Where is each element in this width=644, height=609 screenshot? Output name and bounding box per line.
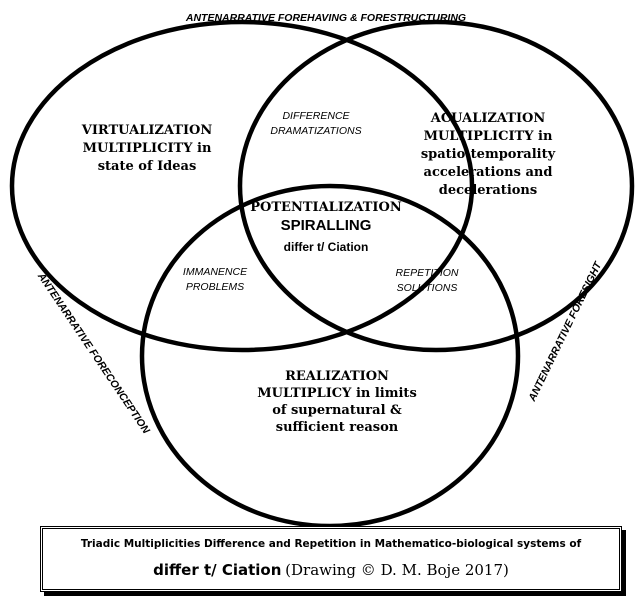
caption-credit-line: differ t/ Ciation (Drawing © D. M. Boje …: [43, 561, 619, 580]
realization-text: REALIZATION MULTIPLICY in limits of supe…: [257, 369, 417, 435]
caption-credit: (Drawing © D. M. Boje 2017): [285, 561, 509, 579]
svg-text:DIFFERENCE: DIFFERENCE: [282, 110, 350, 122]
difference-dramatizations-text: DIFFERENCE DRAMATIZATIONS: [270, 110, 361, 137]
right-antenarrative-label: ANTENARRATIVE FORESIGHT: [526, 259, 605, 404]
svg-text:decelerations: decelerations: [439, 183, 537, 198]
svg-text:accelerations and: accelerations and: [424, 165, 553, 180]
svg-text:MULTIPLICITY in: MULTIPLICITY in: [83, 141, 212, 156]
svg-text:POTENTIALIZATION: POTENTIALIZATION: [250, 200, 402, 215]
virtualization-text: VIRTUALIZATION MULTIPLICITY in state of …: [81, 123, 213, 174]
svg-text:DRAMATIZATIONS: DRAMATIZATIONS: [270, 125, 361, 137]
svg-text:REALIZATION: REALIZATION: [285, 369, 389, 384]
svg-text:SOLUTIONS: SOLUTIONS: [397, 282, 458, 294]
svg-text:SPIRALLING: SPIRALLING: [281, 217, 372, 234]
svg-text:IMMANENCE: IMMANENCE: [183, 266, 248, 278]
repetition-solutions-text: REPETITION SOLUTIONS: [395, 267, 458, 294]
top-antenarrative-label: ANTENARRATIVE FOREHAVING & FORESTRUCTURI…: [185, 12, 466, 24]
svg-text:MULTIPLICITY in: MULTIPLICITY in: [424, 129, 553, 144]
svg-text:sufficient reason: sufficient reason: [276, 420, 399, 435]
acualization-text: ACUALIZATION MULTIPLICITY in spatio-temp…: [421, 111, 556, 198]
immanence-problems-text: IMMANENCE PROBLEMS: [183, 266, 248, 293]
caption-title: Triadic Multiplicities Difference and Re…: [80, 538, 582, 550]
svg-text:PROBLEMS: PROBLEMS: [186, 281, 244, 293]
svg-text:MULTIPLICY in limits: MULTIPLICY in limits: [257, 386, 417, 401]
realization-circle: [139, 183, 521, 529]
svg-text:state of Ideas: state of Ideas: [98, 159, 197, 174]
svg-text:differ t/ Ciation: differ t/ Ciation: [284, 240, 369, 254]
svg-text:REPETITION: REPETITION: [395, 267, 458, 279]
left-antenarrative-label: ANTENARRATIVE FORECONCEPTION: [35, 270, 153, 436]
caption-differ-mark: differ t/ Ciation: [153, 561, 282, 579]
virtualization-circle: [9, 19, 475, 353]
potentialization-center-text: POTENTIALIZATION SPIRALLING differ t/ Ci…: [250, 200, 402, 254]
svg-text:spatio-temporality: spatio-temporality: [421, 147, 556, 162]
acualization-circle: [237, 19, 635, 353]
svg-text:VIRTUALIZATION: VIRTUALIZATION: [81, 123, 213, 138]
svg-text:ACUALIZATION: ACUALIZATION: [430, 111, 546, 126]
caption-box: Triadic Multiplicities Difference and Re…: [40, 526, 622, 592]
svg-text:of supernatural &: of supernatural &: [272, 403, 402, 418]
